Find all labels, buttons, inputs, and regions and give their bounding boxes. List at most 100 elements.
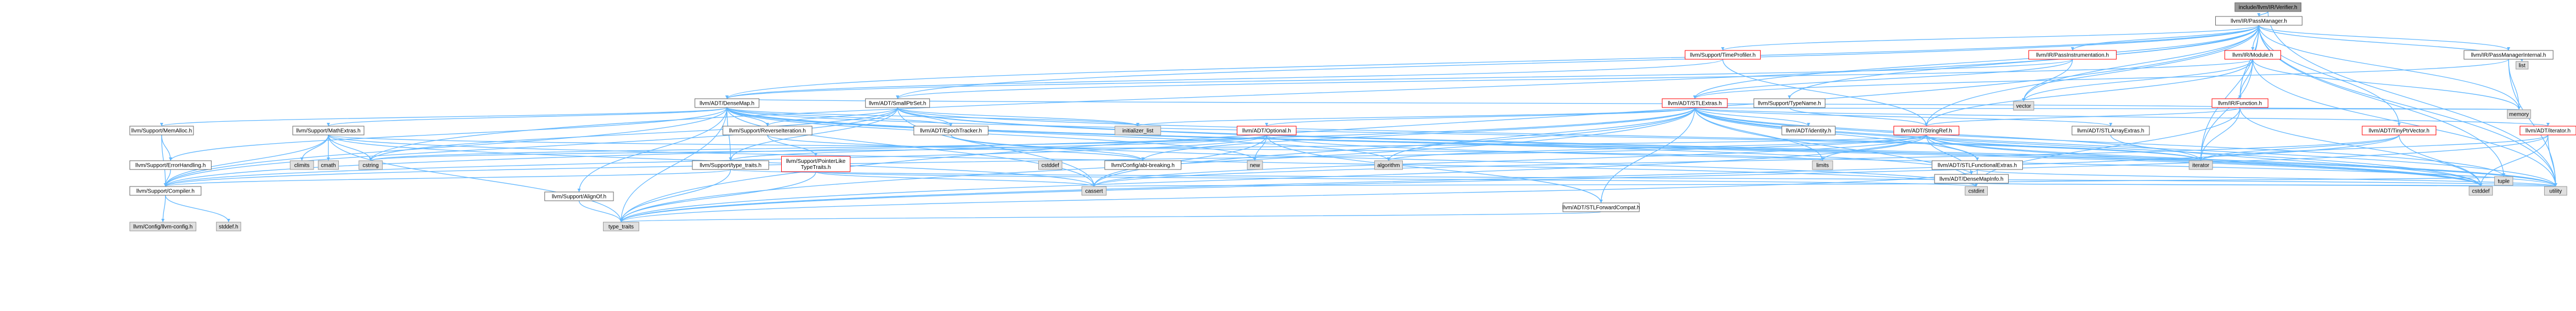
edge-typetraits_sup-to-type_traits [621,169,731,223]
node-label: llvm/ADT/STLFunctionalExtras.h [1938,163,2017,169]
node-verifier[interactable]: include/llvm/IR/Verifier.h [2234,2,2302,12]
node-box [2028,50,2117,60]
header-nodes: include/llvm/IR/Verifier.h llvm/IR/PassMa… [129,2,2576,231]
edge-densemapinfo-to-cassert [1094,183,1972,187]
node-tinyptrvec[interactable]: llvm/ADT/TinyPtrVector.h [2362,126,2437,135]
node-adtiterator[interactable]: llvm/ADT/iterator.h [2520,126,2576,135]
node-label: type_traits [609,224,634,230]
edge-passmanager-to-iterator [2200,25,2260,161]
edge-adtiterator-to-iterator [2200,134,2549,161]
node-typetraits_sup[interactable]: llvm/Support/type_traits.h [692,160,769,170]
node-epochtracker[interactable]: llvm/ADT/EpochTracker.h [913,126,989,135]
edge-pointerlike-to-type_traits [621,171,816,223]
edge-stlextras-to-cstdint [1694,107,1977,187]
node-box [1812,160,1833,170]
node-mathextras[interactable]: llvm/Support/MathExtras.h [292,126,365,135]
node-cstring[interactable]: cstring [359,160,383,170]
node-densemap[interactable]: llvm/ADT/DenseMap.h [695,98,760,108]
node-compiler[interactable]: llvm/Support/Compiler.h [129,186,202,196]
node-box [1374,160,1403,170]
node-box [913,126,989,135]
edge-passmanager-to-stlextras [1694,25,2260,99]
edge-epochtracker-to-configabi [951,134,1144,161]
node-type_traits[interactable]: type_traits [602,222,639,231]
node-errorhandling[interactable]: llvm/Support/ErrorHandling.h [129,160,212,170]
node-initlist[interactable]: initializer_list [1114,126,1161,135]
node-new[interactable]: new [1247,160,1263,170]
node-utility[interactable]: utility [2544,186,2567,196]
edge-arrowhead [300,157,304,161]
edge-arrowhead [814,153,818,156]
node-smallptrset[interactable]: llvm/ADT/SmallPtrSet.h [865,98,930,108]
node-stlfwd[interactable]: llvm/ADT/STLForwardCompat.h [1562,202,1640,212]
node-densemapinfo[interactable]: llvm/ADT/DenseMapInfo.h [1934,174,2009,184]
node-cstdint[interactable]: cstdint [1965,186,1988,196]
edge-stlfunc-to-type_traits [621,169,1978,223]
node-stringref[interactable]: llvm/ADT/StringRef.h [1893,126,1959,135]
node-identity[interactable]: llvm/ADT/identity.h [1781,126,1836,135]
node-label: llvm/Support/MemAlloc.h [132,128,192,134]
node-typename[interactable]: llvm/Support/TypeName.h [1753,98,1826,108]
node-tuple[interactable]: tuple [2494,176,2514,186]
node-reverseiter[interactable]: llvm/Support/ReverseIteration.h [723,126,812,135]
edge-stringref-to-cassert [1094,134,1927,187]
edge-stlextras-to-limits [1694,107,1823,161]
edge-arrowhead [226,219,230,222]
edge-stlfunc-to-utility [1977,169,2556,187]
node-box [216,222,241,231]
node-box [2507,109,2531,119]
node-box [2362,126,2437,135]
node-pmint[interactable]: llvm/IR/PassManagerInternal.h [2464,50,2554,60]
node-cassert[interactable]: cassert [1081,186,1107,196]
node-stlfunc[interactable]: llvm/ADT/STLFunctionalExtras.h [1931,160,2023,170]
node-climits[interactable]: climits [289,160,314,170]
edge-module-to-utility [2252,59,2556,187]
edge-typename-to-stringref [1789,107,1927,127]
node-label: llvm/ADT/identity.h [1786,128,1832,134]
node-label: stddef.h [219,224,238,230]
node-algorithm[interactable]: algorithm [1374,160,1403,170]
node-label: cstddef [2472,189,2489,195]
node-box [1685,50,1761,60]
node-cstddef[interactable]: cstddef [2469,186,2493,196]
node-limits[interactable]: limits [1812,160,1833,170]
edge-function-to-densemap [726,98,2241,108]
edge-arrowhead [1386,157,1390,161]
edge-arrowhead [1788,95,1792,99]
edge-arrowhead [161,219,165,222]
node-configabi[interactable]: llvm/Config/abi-breaking.h [1104,160,1181,170]
node-iterator[interactable]: iterator [2188,160,2213,170]
node-llvmconfig[interactable]: llvm/Config/llvm-config.h [129,222,197,231]
node-passinstr[interactable]: llvm/IR/PassInstrumentation.h [2028,50,2117,60]
edge-adtiterator-to-type_traits [621,134,2549,223]
node-box [2234,2,2302,12]
node-label: llvm/Support/MathExtras.h [296,128,360,134]
edge-typetraits_sup-to-utility [730,169,2556,187]
node-list[interactable]: list [2515,61,2529,70]
node-memory[interactable]: memory [2507,109,2531,119]
edge-arrowhead [1253,157,1257,161]
node-passmanager[interactable]: llvm/IR/PassManager.h [2215,16,2302,26]
node-timeprofiler[interactable]: llvm/Support/TimeProfiler.h [1685,50,1761,60]
node-box [1081,186,1107,196]
node-stlextras[interactable]: llvm/ADT/STLExtras.h [1662,98,1728,108]
node-vector[interactable]: vector [2013,101,2034,111]
node-function[interactable]: llvm/IR/Function.h [2211,98,2268,108]
node-optional[interactable]: llvm/ADT/Optional.h [1237,126,1296,135]
node-box [1237,126,1296,135]
node-stddef[interactable]: stddef.h [216,222,241,231]
node-memalloc[interactable]: llvm/Support/MemAlloc.h [129,126,194,135]
edge-stlextras-to-utility [1694,107,2556,187]
edge-arrowhead [163,183,167,186]
node-alignof[interactable]: llvm/Support/AlignOf.h [544,191,614,201]
edge-typetraits_sup-to-compiler [165,169,731,187]
node-box [1965,186,1988,196]
edge-densemapinfo-to-utility [1971,183,2556,187]
node-stlarrayext[interactable]: llvm/ADT/STLArrayExtras.h [2072,126,2150,135]
node-cstddef_mid[interactable]: cstddef [1038,160,1062,170]
node-module[interactable]: llvm/IR/Module.h [2224,50,2281,60]
edge-densemap-to-new [726,107,1255,161]
node-cmath[interactable]: cmath [317,160,339,170]
node-label: llvm/ADT/Optional.h [1242,128,1291,134]
